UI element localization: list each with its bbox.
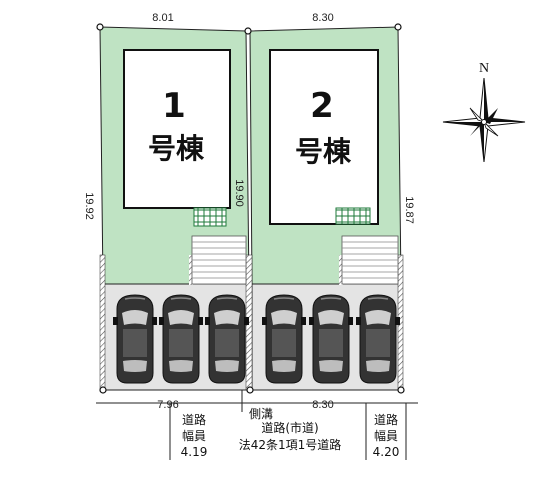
parking-car-6: [355, 294, 401, 384]
dim-left-side: 19.92: [83, 192, 95, 220]
building-2-number: 2: [310, 86, 334, 126]
dim-top-right: 8.30: [312, 12, 333, 24]
road-width-right-value: 4.20: [373, 445, 400, 459]
parking-car-5: [308, 294, 354, 384]
stairs-1: [191, 235, 247, 285]
road-name: 道路(市道): [261, 420, 318, 435]
boundary-hatch-left: [99, 254, 106, 391]
road-width-right-line2: 幅員: [374, 428, 398, 443]
house-2: [269, 49, 379, 225]
stairs-2: [341, 235, 399, 285]
road-legal-class: 法42条1項1号道路: [239, 437, 342, 452]
dim-bottom-left: 7.96: [157, 399, 178, 411]
building-1-number: 1: [162, 86, 186, 126]
parking-car-2: [158, 294, 204, 384]
entrance-grate-2: [335, 207, 371, 225]
dim-right-side: 19.87: [403, 196, 415, 224]
road-width-left-value: 4.19: [181, 445, 208, 459]
compass-rose-icon: [442, 77, 526, 163]
road-width-left-line2: 幅員: [182, 428, 206, 443]
parking-car-4: [261, 294, 307, 384]
building-2-label: 号棟: [295, 135, 352, 168]
compass-north-label: N: [479, 61, 489, 76]
building-1-label: 号棟: [148, 132, 205, 165]
dim-middle: 19.90: [233, 179, 245, 207]
dim-top-left: 8.01: [152, 12, 173, 24]
boundary-hatch-step-1: [189, 255, 193, 285]
boundary-hatch-step-2: [339, 255, 343, 285]
house-1: [123, 49, 231, 209]
parking-car-1: [112, 294, 158, 384]
entrance-grate-1: [193, 207, 227, 227]
parking-car-3: [204, 294, 250, 384]
road-width-right-line1: 道路: [374, 412, 398, 427]
boundary-points: [96, 23, 405, 394]
dim-bottom-right: 8.30: [312, 399, 333, 411]
gutter-label: 側溝: [249, 407, 273, 421]
road-width-left-line1: 道路: [182, 412, 206, 427]
